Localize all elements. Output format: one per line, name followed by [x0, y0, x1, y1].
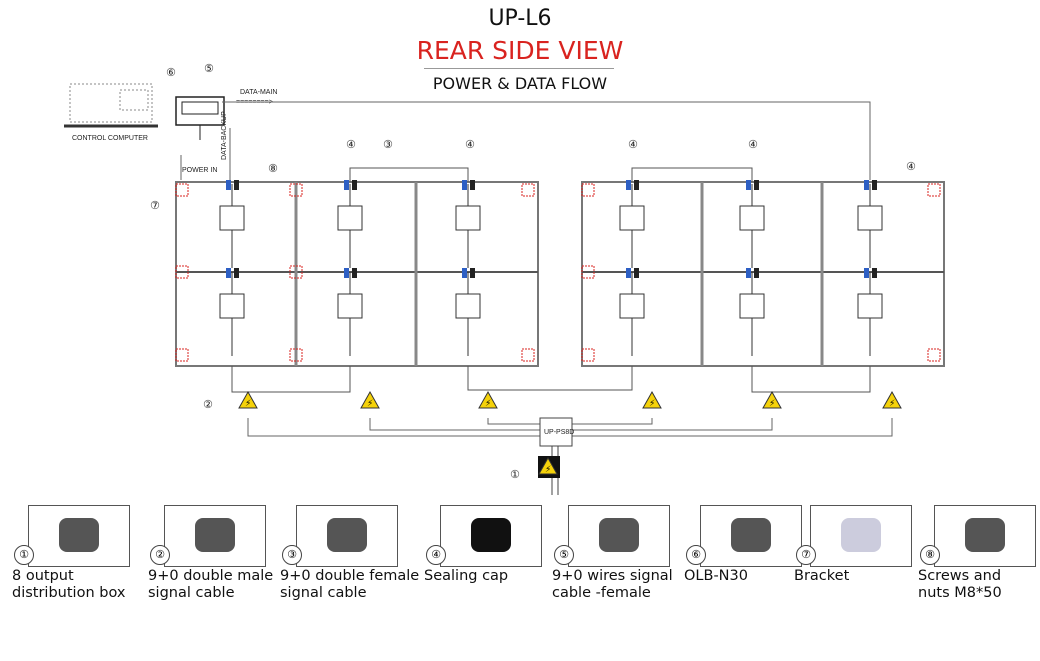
bracket-mount	[521, 348, 535, 362]
olb-controller	[175, 96, 225, 140]
view-title: REAR SIDE VIEW	[416, 36, 624, 65]
power-module	[219, 268, 245, 356]
wiring-diagram: CONTROL COMPUTER DATA-MAIN ========> DAT…	[64, 62, 945, 495]
callout-label: ③	[383, 138, 393, 151]
flow-subtitle: POWER & DATA FLOW	[432, 74, 608, 93]
male-cable-icon	[164, 505, 266, 567]
olb-controller-icon	[700, 505, 802, 567]
callout-label: ④	[748, 138, 758, 151]
callout-label: ⑥	[166, 66, 176, 79]
svg-text:⚡: ⚡	[485, 399, 491, 409]
screw-nut-icon	[934, 505, 1036, 567]
power-module	[739, 180, 765, 268]
bracket-mount	[175, 265, 189, 279]
svg-text:⚡: ⚡	[367, 399, 373, 409]
svg-text:⚡: ⚡	[769, 399, 775, 409]
legend-number: ③	[282, 545, 302, 565]
callout-label: ④	[906, 160, 916, 173]
power-module	[337, 180, 363, 268]
callout-label: ⑦	[150, 199, 160, 212]
legend-label: 9+0 double male signal cable	[148, 568, 274, 601]
legend-number: ②	[150, 545, 170, 565]
power-module	[337, 268, 363, 356]
title-divider	[424, 68, 614, 69]
distribution-box-icon	[28, 505, 130, 567]
distribution-box	[539, 417, 573, 447]
signal-cable-icon	[568, 505, 670, 567]
female-cable-icon	[296, 505, 398, 567]
distribution-box-label: UP-PS8D	[544, 429, 574, 436]
power-module	[619, 180, 645, 268]
callout-label: ⑧	[268, 162, 278, 175]
legend-label: 9+0 wires signal cable -female	[552, 568, 673, 601]
callout-label: ①	[510, 468, 520, 481]
bracket-mount	[927, 183, 941, 197]
legend-label: 8 output distribution box	[12, 568, 126, 601]
legend-number: ⑥	[686, 545, 706, 565]
legend-label: 9+0 double female signal cable	[280, 568, 420, 601]
hazard-icon: ⚡	[478, 390, 498, 409]
hazard-icon: ⚡	[538, 456, 560, 478]
power-module	[857, 268, 883, 356]
bracket-mount	[175, 183, 189, 197]
bracket-mount	[289, 183, 303, 197]
legend-number: ④	[426, 545, 446, 565]
bracket-mount	[581, 265, 595, 279]
legend-number: ①	[14, 545, 34, 565]
svg-text:⚡: ⚡	[889, 399, 895, 409]
bracket-plate-icon	[810, 505, 912, 567]
legend-number: ⑤	[554, 545, 574, 565]
sealing-cap-icon	[440, 505, 542, 567]
svg-text:⚡: ⚡	[545, 465, 551, 475]
legend-label: Bracket	[794, 568, 850, 584]
legend-label: Screws and nuts M8*50	[918, 568, 1002, 601]
legend-number: ⑦	[796, 545, 816, 565]
legend-number: ⑧	[920, 545, 940, 565]
bracket-mount	[581, 348, 595, 362]
bracket-mount	[927, 348, 941, 362]
power-module	[739, 268, 765, 356]
callout-label: ④	[346, 138, 356, 151]
power-module	[219, 180, 245, 268]
data-main-label: DATA-MAIN	[240, 89, 277, 96]
bracket-mount	[521, 183, 535, 197]
hazard-icon: ⚡	[762, 390, 782, 409]
callout-label: ④	[465, 138, 475, 151]
power-module	[619, 268, 645, 356]
hazard-icon: ⚡	[238, 390, 258, 409]
control-computer: CONTROL COMPUTER	[64, 83, 158, 142]
power-module	[455, 180, 481, 268]
bracket-mount	[289, 348, 303, 362]
power-module	[857, 180, 883, 268]
callout-label: ②	[203, 398, 213, 411]
hazard-icon: ⚡	[882, 390, 902, 409]
callout-label: ④	[628, 138, 638, 151]
legend-label: Sealing cap	[424, 568, 509, 584]
data-backup-label: DATA-BACKUP	[221, 111, 228, 160]
svg-text:⚡: ⚡	[245, 399, 251, 409]
hazard-icon: ⚡	[642, 390, 662, 409]
control-computer-label: CONTROL COMPUTER	[72, 135, 148, 142]
bracket-mount	[289, 265, 303, 279]
legend-label: OLB-N30	[684, 568, 748, 584]
model-title: UP-L6	[488, 6, 552, 31]
power-in-label: POWER IN	[182, 167, 217, 174]
bracket-mount	[581, 183, 595, 197]
power-module	[455, 268, 481, 356]
svg-text:⚡: ⚡	[649, 399, 655, 409]
bracket-mount	[175, 348, 189, 362]
hazard-icon: ⚡	[360, 390, 380, 409]
callout-label: ⑤	[204, 62, 214, 75]
